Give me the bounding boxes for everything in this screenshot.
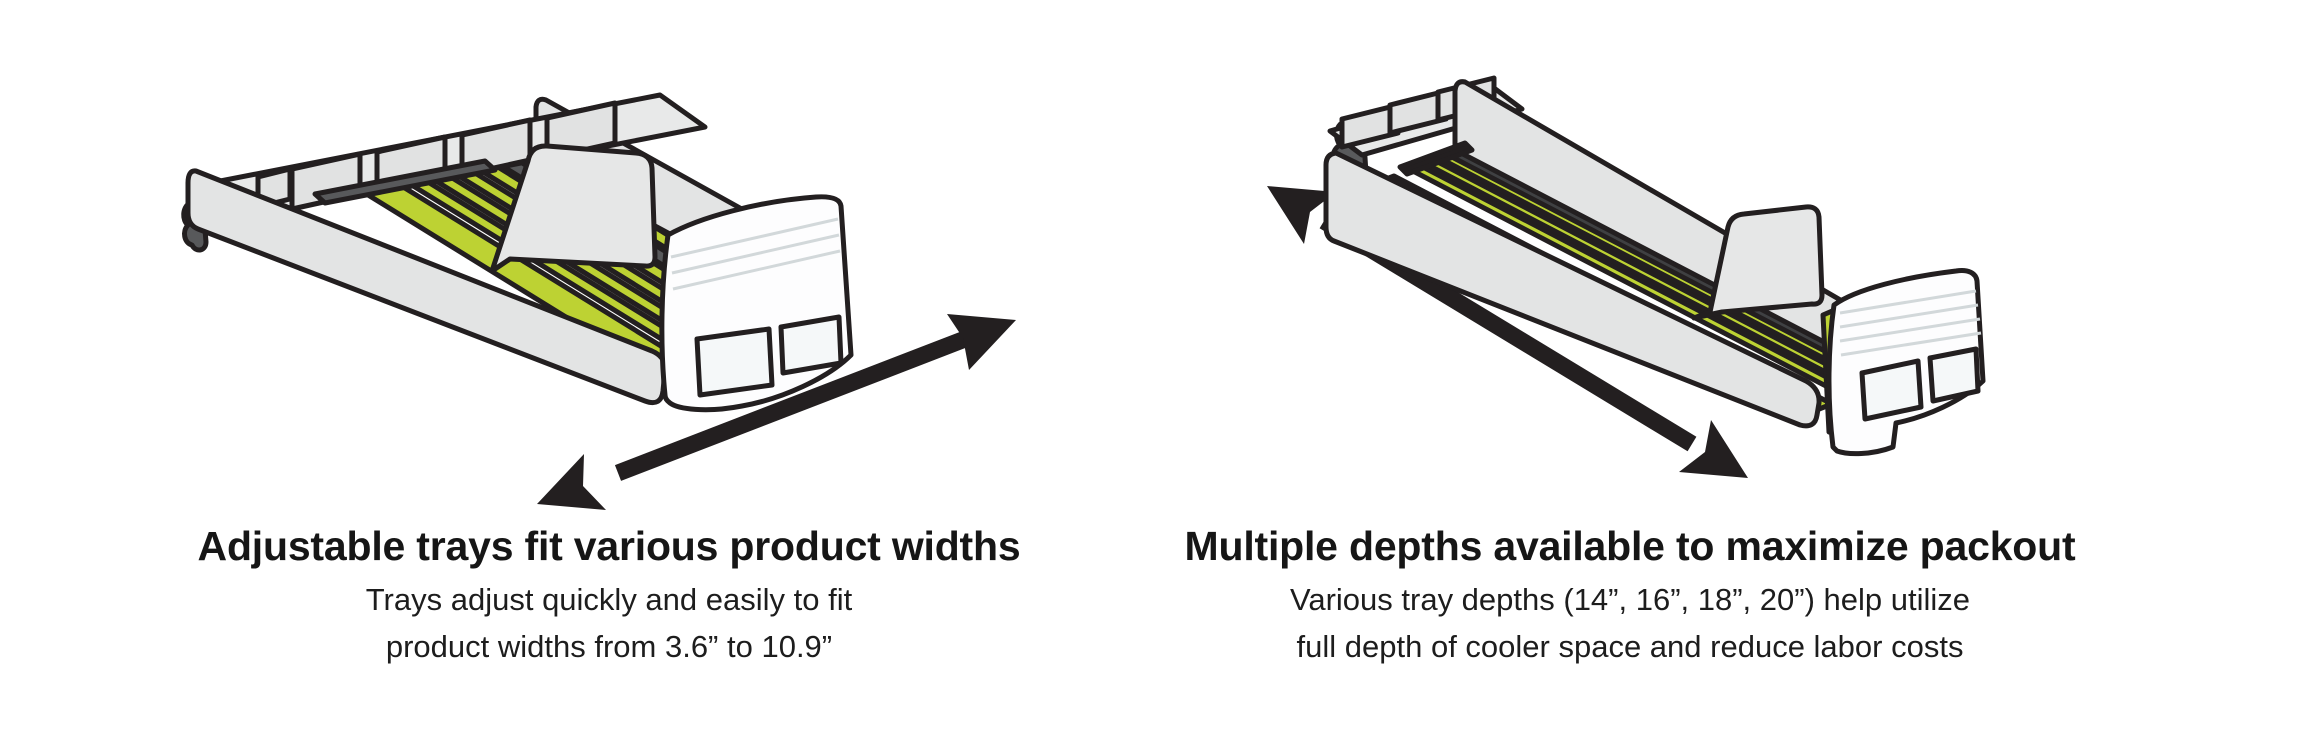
label-window	[694, 326, 775, 398]
feature-subtitle: Various tray depths (14”, 16”, 18”, 20”)…	[1170, 576, 2090, 670]
subtitle-line: Various tray depths (14”, 16”, 18”, 20”)…	[1289, 582, 1971, 617]
tray-near-wall	[1323, 150, 1822, 429]
label-window	[1927, 346, 1981, 404]
tray-depth-illustration	[1250, 55, 2010, 525]
tray-width-illustration	[140, 45, 1020, 525]
feature-title: Multiple depths available to maximize pa…	[1184, 523, 2076, 569]
front-product-stop	[659, 194, 854, 413]
label-window	[778, 314, 844, 376]
feature-subtitle: Trays adjust quickly and easily to fit p…	[149, 576, 1069, 670]
adjust-cross-bar	[1397, 140, 1475, 177]
feature-title: Adjustable trays fit various product wid…	[197, 523, 1021, 569]
lane-divider	[1691, 204, 1825, 321]
tray-depth-svg	[1267, 75, 1986, 478]
adjust-cross-bar	[312, 158, 498, 206]
subtitle-line: product widths from 3.6” to 10.9”	[385, 629, 833, 664]
feature-caption-multiple-depths: Multiple depths available to maximize pa…	[1170, 520, 2090, 670]
width-double-arrow-icon	[537, 314, 1016, 510]
feature-caption-adjustable-width: Adjustable trays fit various product wid…	[149, 520, 1069, 670]
front-product-stop	[1826, 268, 1986, 457]
label-window	[1859, 358, 1924, 422]
subtitle-line: Trays adjust quickly and easily to fit	[365, 582, 853, 617]
subtitle-line: full depth of cooler space and reduce la…	[1296, 629, 1964, 664]
tray-width-svg	[181, 92, 1016, 510]
lane-divider	[489, 143, 658, 274]
back-rail-assembly	[181, 92, 708, 258]
